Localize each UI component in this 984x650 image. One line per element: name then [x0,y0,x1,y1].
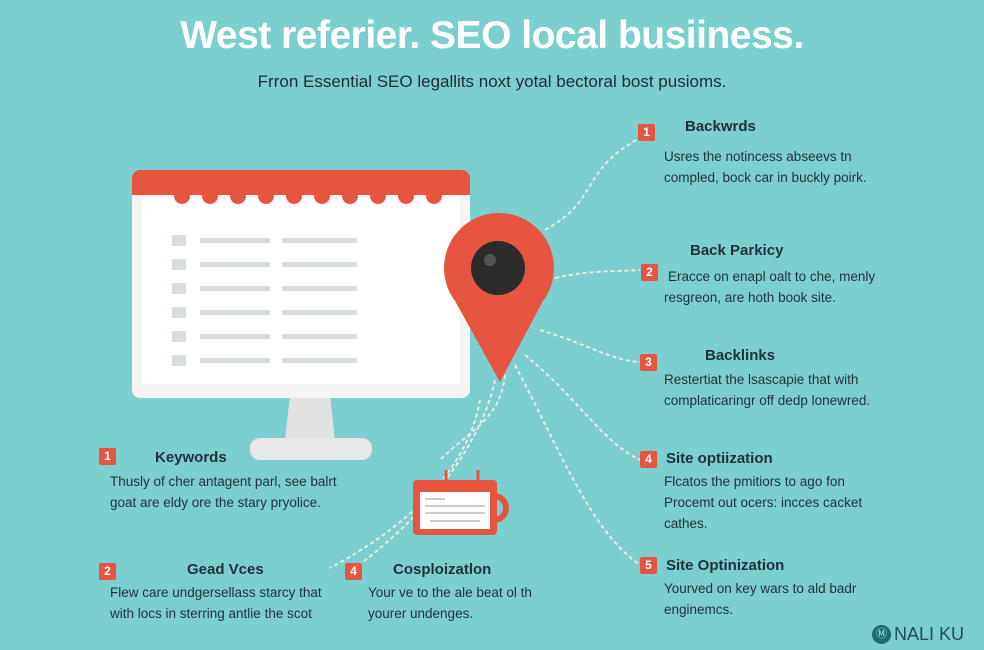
item-title: Keywords [155,449,227,466]
logo-text: NALI KU [894,624,965,644]
number-badge: 5 [640,557,657,574]
brand-logo: Ⓜ NALI KU [872,624,964,645]
item-title: Back Parkicy [690,242,784,259]
number-badge: 1 [638,124,655,141]
item-title: Cosploizatlon [393,561,492,578]
number-badge: 2 [99,563,116,580]
item-title: Site Optinization [666,557,785,574]
item-text: Flcatos the pmitiors to ago fon Procemt … [664,474,863,531]
item-text: Usres the notincess abseevs tn compled, … [664,149,867,185]
item-text: Flew care undgersellass starcy that with… [110,585,322,621]
item-text: Thusly of cher antagent parl, see balrt … [110,474,337,510]
item-title: Gead Vces [187,561,264,578]
number-badge: 1 [99,448,116,465]
location-pin-icon [443,212,555,382]
number-badge: 3 [640,354,657,371]
item-title: Backlinks [705,347,776,364]
item-text: Eracce on enapl oalt to che, menly resgr… [664,269,876,305]
item-text: Your ve to the ale beat ol th yourer und… [368,585,532,621]
number-badge: 4 [640,451,657,468]
item-text: Yourved on key wars to ald badr enginemc… [664,581,857,617]
browser-window-icon [413,470,509,535]
page-subtitle: Frron Essential SEO legallits noxt yotal… [257,72,727,91]
number-badge: 4 [345,563,362,580]
item-title: Backwrds [685,118,756,135]
page-title: West referier. SEO local busiiness. [180,14,804,57]
item-text: Restertiat the lsascapie that with compl… [664,372,871,408]
number-badge: 2 [641,264,658,281]
logo-mark-icon: Ⓜ [872,625,891,644]
item-title: Site optiization [666,450,773,467]
monitor-icon [132,170,470,460]
